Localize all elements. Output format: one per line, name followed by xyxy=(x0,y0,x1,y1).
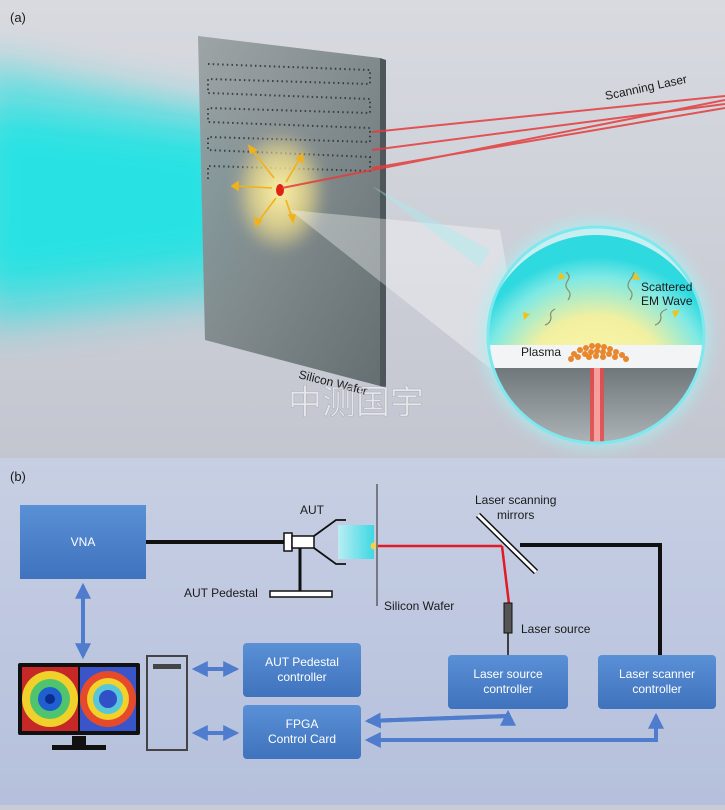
em-beam xyxy=(0,64,240,328)
plasma-label: Plasma xyxy=(521,345,561,359)
panel-b: (b) VNA AUT AUT Pedestal Silicon Wafer xyxy=(0,458,725,805)
laser-source-controller-label-1: Laser source xyxy=(473,667,543,681)
plasma-particles xyxy=(568,343,629,362)
inset-squiggles xyxy=(544,271,668,326)
black-cables xyxy=(146,540,662,658)
laser-source xyxy=(503,602,513,634)
scanning-laser-beams xyxy=(281,95,725,189)
laser-source-controller-box xyxy=(448,655,568,709)
fpga-control-card-box xyxy=(243,705,361,759)
aut-pedestal-controller-label-1: AUT Pedestal xyxy=(265,655,339,669)
laser-path xyxy=(378,544,511,605)
laser-mirrors-label-1: Laser scanning xyxy=(475,493,556,507)
panel-a-label: (a) xyxy=(10,10,26,25)
laser-scanner-controller-label-2: controller xyxy=(632,682,681,696)
laser-scanner-controller-label-1: Laser scanner xyxy=(619,667,695,681)
fpga-label-1: FPGA xyxy=(286,717,319,731)
vna-box xyxy=(20,505,146,579)
zoom-cone-top xyxy=(372,186,490,268)
aut-antenna xyxy=(269,519,378,598)
scatter-arrows xyxy=(230,144,304,228)
laser-source-label: Laser source xyxy=(521,622,591,636)
laser-scanner-controller-box xyxy=(598,655,716,709)
panel-a: (a) Silicon Wafer xyxy=(0,0,725,458)
aut-pedestal-controller-label-2: controller xyxy=(277,670,326,684)
silicon-wafer: Silicon Wafer xyxy=(198,36,386,398)
aut-label: AUT xyxy=(300,503,325,517)
panel-b-label: (b) xyxy=(10,469,26,484)
inset-arrowheads xyxy=(523,272,680,320)
aut-pedestal-controller-box xyxy=(243,643,361,697)
zoom-cone xyxy=(290,210,530,400)
plasma-spot xyxy=(276,184,284,196)
inset-circle: Scattered EM Wave Plasma xyxy=(480,219,712,451)
watermark-text: 中测国宇 xyxy=(288,384,424,422)
scattered-label-1: Scattered xyxy=(641,280,692,294)
fpga-label-2: Control Card xyxy=(268,732,336,746)
silicon-wafer-label-b: Silicon Wafer xyxy=(384,599,454,613)
laser-mirror xyxy=(475,512,539,575)
scattered-label-2: EM Wave xyxy=(641,294,693,308)
laser-source-controller-label-2: controller xyxy=(483,682,532,696)
computer-tower xyxy=(146,655,188,751)
laser-mirrors-label-2: mirrors xyxy=(497,508,534,522)
scan-path xyxy=(207,63,371,179)
vna-label: VNA xyxy=(71,535,96,549)
aut-pedestal-label: AUT Pedestal xyxy=(184,586,258,600)
monitor xyxy=(18,663,140,750)
blue-arrows xyxy=(75,582,664,748)
